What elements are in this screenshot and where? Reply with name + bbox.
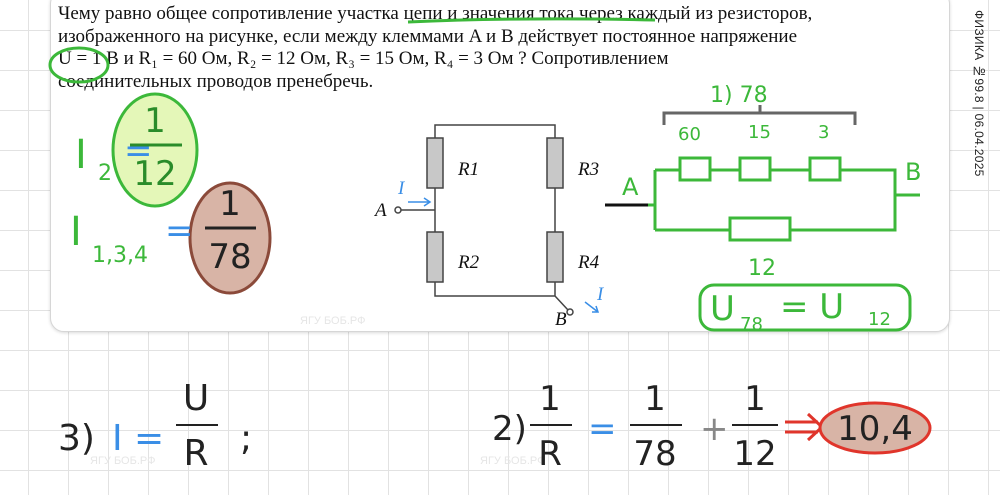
- current-label: I: [596, 284, 605, 305]
- i-symbol: I: [75, 132, 87, 178]
- step1-label: 1) 78: [710, 83, 768, 108]
- resistor-r3: [546, 137, 564, 189]
- problem-line: соединительных проводов пренебречь.: [58, 70, 374, 92]
- label-r1: R1: [457, 159, 479, 180]
- resistor-r4: [546, 231, 564, 283]
- denominator: 12: [133, 154, 176, 194]
- formula-lhs: I =: [112, 418, 164, 459]
- r15-label: 15: [748, 122, 771, 143]
- problem-line: U = 1 B и R₁ = 60 Ом, R₂ = 12 Ом, R₃ = 1…: [58, 48, 669, 69]
- node-a-label: A: [622, 173, 639, 201]
- step-number: 3): [58, 418, 95, 459]
- svg-text:=: =: [165, 211, 194, 251]
- subscript: 1,3,4: [92, 243, 148, 268]
- numerator: 1: [539, 379, 561, 419]
- numerator: U: [183, 378, 209, 419]
- current-label: I: [397, 178, 406, 199]
- numerator: 1: [744, 379, 766, 419]
- watermark: ЯГУ БОБ.РФ: [300, 315, 366, 327]
- label-r4: R4: [577, 252, 600, 273]
- watermark: ЯГУ БОБ.РФ: [480, 455, 546, 467]
- resistor-r2: [426, 231, 444, 283]
- u-symbol: = U: [780, 287, 844, 327]
- subscript: 12: [868, 309, 891, 330]
- label-r3: R3: [577, 159, 599, 180]
- resistor-r1: [426, 137, 444, 189]
- r3-label: 3: [818, 122, 829, 143]
- step3-formula: 3) I = U R ;: [58, 378, 252, 474]
- numerator: 1: [644, 379, 666, 419]
- implies-arrow-icon: [785, 412, 825, 442]
- terminal-a: A: [373, 200, 387, 221]
- equals-sign: =: [588, 409, 617, 449]
- denominator: R: [538, 434, 562, 474]
- step2-formula: 2) 1 R = 1 78 + 1 12 10,4: [492, 379, 932, 474]
- denominator: 78: [208, 237, 251, 277]
- circle-mark: [48, 46, 110, 84]
- redrawn-circuit: 1) 78 60 15 3 A B 12 U 78 = U 12: [605, 83, 921, 335]
- current-i134-note: I 1,3,4 = 1 78: [70, 181, 272, 295]
- side-label: ФИЗИКА №99.8 | 06.04.2025: [972, 10, 986, 177]
- underline-mark: [407, 17, 656, 24]
- result-value: 10,4: [837, 409, 913, 449]
- problem-line: изображенного на рисунке, если между кле…: [58, 25, 798, 47]
- watermark: ЯГУ БОБ.РФ: [90, 455, 156, 467]
- subscript: 78: [740, 314, 763, 335]
- node-b-label: B: [905, 158, 921, 186]
- svg-text:=: =: [124, 131, 153, 171]
- numerator: 1: [144, 101, 166, 141]
- step-number: 2): [492, 409, 527, 449]
- label-r2: R2: [457, 252, 480, 273]
- plus-sign: +: [700, 409, 729, 449]
- terminal-b: B: [555, 309, 567, 330]
- subscript: 2: [98, 161, 112, 186]
- denominator: R: [183, 433, 208, 474]
- i-symbol: I: [70, 209, 82, 255]
- r12-label: 12: [748, 256, 776, 281]
- numerator: 1: [219, 184, 241, 224]
- denominator: 12: [733, 434, 776, 474]
- circuit-diagram: [394, 124, 600, 316]
- r60-label: 60: [678, 124, 701, 145]
- separator: ;: [240, 418, 252, 459]
- current-i2-note: I 2 = 1 12: [75, 92, 199, 208]
- denominator: 78: [633, 434, 676, 474]
- u-symbol: U: [710, 289, 735, 329]
